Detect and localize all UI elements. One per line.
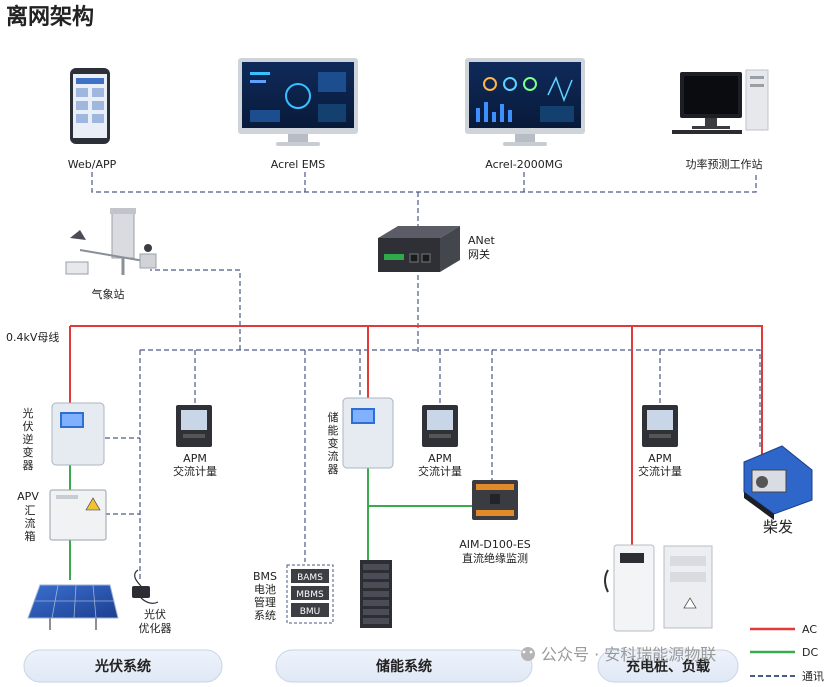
apm-desc-label: 交流计量 — [638, 464, 682, 478]
diagram-title: 离网架构 — [6, 4, 94, 30]
svg-text:器: 器 — [23, 459, 34, 472]
svg-text:管理: 管理 — [254, 595, 276, 609]
insulation-model-label: AIM-D100-ES — [459, 538, 531, 551]
svg-text:汇: 汇 — [25, 504, 36, 517]
mg-monitor-icon — [465, 58, 585, 146]
svg-text:优化器: 优化器 — [139, 621, 172, 635]
watermark: 公众号 · 安科瑞能源物联 — [521, 645, 716, 664]
svg-text:储: 储 — [328, 410, 339, 424]
charging-system-pill: 充电桩、负载 — [597, 649, 739, 683]
pv-inverter-icon — [51, 402, 105, 466]
apm-name-label: APM — [183, 452, 207, 465]
diesel-generator-icon — [743, 445, 813, 520]
pv-combiner-icon — [49, 489, 107, 541]
svg-text:伏: 伏 — [23, 419, 34, 433]
forecast-station-label: 功率预测工作站 — [686, 157, 763, 171]
pv-combiner-title: APV — [17, 490, 39, 503]
svg-text:BMS: BMS — [253, 570, 277, 583]
bms-group: BAMS MBMS BMU — [286, 564, 334, 624]
solar-panel-icon — [27, 584, 119, 630]
comm-lines — [91, 172, 761, 580]
apm-meter-icon — [176, 405, 212, 447]
svg-text:BAMS: BAMS — [297, 573, 323, 583]
charging-pile-icon — [604, 544, 713, 632]
svg-text:流: 流 — [25, 516, 36, 530]
svg-text:变: 变 — [23, 445, 34, 459]
apm-name-label: APM — [428, 452, 452, 465]
svg-text:MBMS: MBMS — [296, 590, 324, 600]
svg-text:箱: 箱 — [25, 529, 36, 543]
storage-pcs-icon — [342, 397, 394, 469]
storage-pcs-label: 储 能 变 流 器 — [328, 410, 339, 476]
svg-text:能: 能 — [328, 423, 339, 437]
pv-system-pill: 光伏系统 — [23, 649, 223, 683]
legend-dc: DC — [802, 646, 818, 659]
ems-monitor-icon — [238, 58, 358, 146]
bms-box — [291, 569, 329, 583]
apm-desc-label: 交流计量 — [173, 464, 217, 478]
pv-system-label: 光伏系统 — [94, 658, 151, 675]
insulation-desc-label: 直流绝缘监测 — [462, 551, 528, 565]
storage-system-label: 储能系统 — [375, 658, 432, 675]
dc-lines — [69, 465, 472, 580]
apm-name-label: APM — [648, 452, 672, 465]
apm-meter-icon — [642, 405, 678, 447]
gateway-icon — [378, 226, 460, 272]
bms-box — [291, 603, 329, 617]
phone-icon — [70, 68, 110, 144]
ac-lines — [69, 325, 763, 560]
pv-optimizer-icon — [132, 569, 159, 604]
svg-text:公众号 · 安科瑞能源物联: 公众号 · 安科瑞能源物联 — [541, 645, 716, 664]
workstation-icon — [672, 69, 769, 134]
bms-label: BMS 电池 管理 系统 — [253, 570, 277, 622]
weather-station-icon — [65, 208, 157, 275]
svg-text:系统: 系统 — [254, 609, 276, 622]
legend: AC DC 通讯 — [750, 623, 824, 683]
legend-comm: 通讯 — [802, 670, 824, 683]
diesel-label: 柴发 — [763, 518, 793, 536]
acrel-ems-label: Acrel EMS — [271, 158, 325, 171]
web-app-label: Web/APP — [68, 158, 117, 171]
bus-label: 0.4kV母线 — [6, 330, 59, 344]
svg-text:逆: 逆 — [23, 432, 34, 446]
svg-text:变: 变 — [328, 436, 339, 450]
pv-inverter-label: 光 伏 逆 变 器 — [23, 406, 34, 472]
acrel-2000mg-label: Acrel-2000MG — [485, 158, 562, 171]
svg-text:光伏: 光伏 — [144, 607, 166, 621]
svg-text:光: 光 — [23, 406, 34, 420]
svg-text:BMU: BMU — [300, 607, 321, 617]
gateway-desc-label: 网关 — [468, 247, 490, 261]
apm-desc-label: 交流计量 — [418, 464, 462, 478]
svg-text:电池: 电池 — [254, 583, 276, 596]
pv-optimizer-label: 光伏 优化器 — [139, 607, 172, 635]
storage-system-pill: 储能系统 — [275, 649, 533, 683]
apm-meter-icon — [422, 405, 458, 447]
gateway-name-label: ANet — [468, 234, 496, 247]
legend-ac: AC — [802, 623, 817, 636]
svg-text:器: 器 — [328, 463, 339, 476]
weather-station-label: 气象站 — [92, 287, 125, 301]
pv-combiner-label: 汇 流 箱 — [25, 504, 36, 543]
charging-system-label: 充电桩、负载 — [626, 658, 710, 675]
bms-box — [291, 586, 329, 600]
svg-text:流: 流 — [328, 449, 339, 463]
insulation-monitor-icon — [472, 480, 518, 520]
battery-rack-icon — [360, 560, 392, 628]
